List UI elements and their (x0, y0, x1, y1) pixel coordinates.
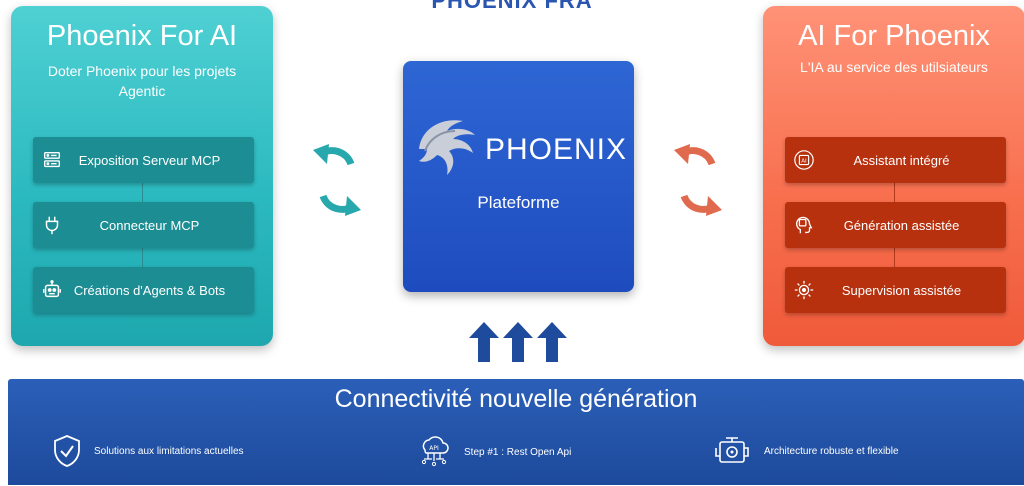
ai-chip-icon: AI (794, 150, 814, 170)
feature-rest-api: API Step #1 : Rest Open Api (416, 434, 571, 470)
right-item-label: Assistant intégré (853, 152, 950, 168)
right-panel-title: AI For Phoenix (798, 20, 990, 52)
left-item-mcp-server: Exposition Serveur MCP (33, 137, 254, 183)
robot-icon (43, 280, 61, 298)
platform-label: Plateforme (477, 193, 560, 212)
left-item-agents-bots: Créations d'Agents & Bots (33, 267, 254, 313)
connectivity-title: Connectivité nouvelle génération (334, 385, 698, 413)
shield-check-icon (54, 435, 80, 467)
server-icon (43, 151, 61, 168)
brand-name: PHOENIX (485, 133, 628, 166)
connectivity-bar: Connectivité nouvelle génération Solutio… (8, 379, 1024, 485)
ai-head-icon (796, 216, 813, 234)
engine-icon (715, 437, 749, 463)
phoenix-for-ai-panel: Phoenix For AI Doter Phoenix pour les pr… (11, 6, 273, 346)
right-panel-subtitle: L'IA au service des utilsiateurs (800, 59, 988, 75)
left-item-label: Créations d'Agents & Bots (73, 282, 226, 298)
right-item-supervision: Supervision assistée (785, 267, 1006, 313)
feature-architecture: Architecture robuste et flexible (714, 434, 899, 468)
svg-text:API: API (429, 445, 439, 452)
left-item-mcp-connector: Connecteur MCP (33, 202, 254, 248)
feature-solutions: Solutions aux limitations actuelles (52, 434, 244, 468)
phoenix-platform-box: PHOENIX Plateforme (403, 61, 634, 292)
right-item-label: Génération assistée (843, 217, 960, 233)
left-panel-subtitle: Doter Phoenix pour les projets Agentic (47, 63, 237, 99)
arrow-up-icon (503, 322, 533, 362)
arrow-up-icon (469, 322, 499, 362)
right-item-generation: Génération assistée (785, 202, 1006, 248)
svg-text:AI: AI (801, 158, 807, 164)
left-panel-title: Phoenix For AI (46, 20, 238, 52)
phoenix-logo-icon (419, 120, 475, 175)
right-item-label: Supervision assistée (841, 282, 962, 298)
sync-arrows-left-icon (313, 144, 361, 216)
arrow-up-icon (537, 322, 567, 362)
page-title: PHOENIX FRA (431, 0, 593, 13)
feature-label: Step #1 : Rest Open Api (464, 446, 572, 458)
gear-brain-icon (794, 280, 814, 300)
feature-label: Architecture robuste et flexible (764, 445, 899, 457)
left-item-label: Exposition Serveur MCP (78, 152, 221, 168)
sync-arrows-right-icon (674, 144, 722, 216)
right-item-assistant: AI Assistant intégré (785, 137, 1006, 183)
ai-for-phoenix-panel: AI For Phoenix L'IA au service des utils… (763, 6, 1024, 346)
left-item-label: Connecteur MCP (99, 217, 200, 233)
api-cloud-icon: API (421, 436, 449, 467)
plug-icon (45, 216, 59, 235)
feature-label: Solutions aux limitations actuelles (94, 445, 244, 457)
